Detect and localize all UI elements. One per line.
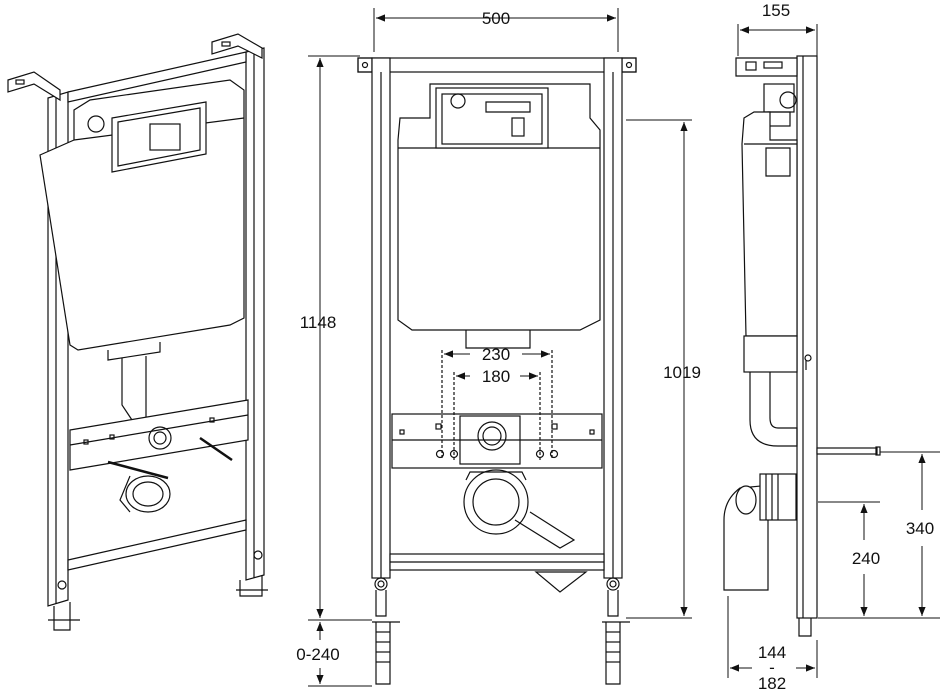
dim-pipe-spacing-inner-label: 180 [482,367,510,386]
dim-frame-height-label: 1019 [663,363,701,382]
dim-total-height-label: 1148 [300,313,337,332]
dim-side-depth-label: 155 [762,1,790,20]
dim-pipe-height-label: 340 [906,519,934,538]
dim-depth-max-label: 182 [758,674,786,693]
perspective-view [7,33,268,631]
dim-depth-min-label: 144 [758,643,786,662]
dim-pipe-spacing-outer-label: 230 [482,345,510,364]
dim-drain-height-label: 240 [852,549,880,568]
dim-depth-sep-label: - [769,658,775,677]
dim-width-label: 500 [482,9,510,28]
dimension-labels: 500 155 1148 0-240 1019 230 180 340 240 … [296,1,934,693]
dimension-lines [308,8,940,687]
side-view [723,55,881,637]
dim-leg-adjust-label: 0-240 [296,645,339,664]
front-view [357,57,637,685]
